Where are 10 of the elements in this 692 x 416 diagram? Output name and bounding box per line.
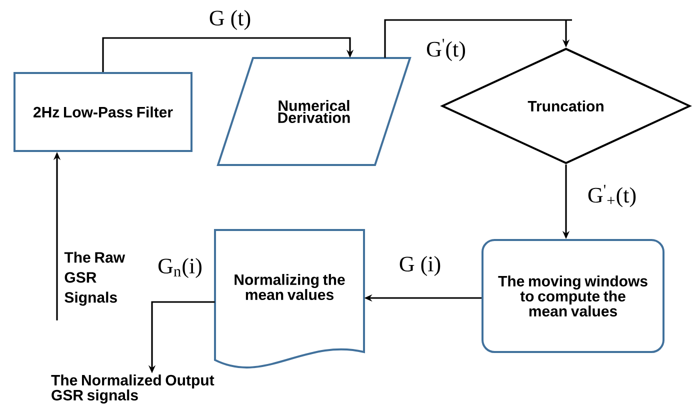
edge-label: G$_{n}$(i) [156,257,204,279]
edge-label: G$^{'}$$_{+}$(t) [586,184,638,208]
arrow [384,19,573,58]
edge-label: G (t) [208,9,252,31]
filter-box: 2Hz Low-Pass Filter [14,72,192,152]
signal-text: The Raw GSR Signals [64,252,126,306]
rounded-box: The moving windows to compute the mean values [482,239,664,353]
edge-label: G (i) [398,255,442,277]
output-text: The Normalized Output GSR signals [51,374,214,404]
arrow [102,37,354,72]
